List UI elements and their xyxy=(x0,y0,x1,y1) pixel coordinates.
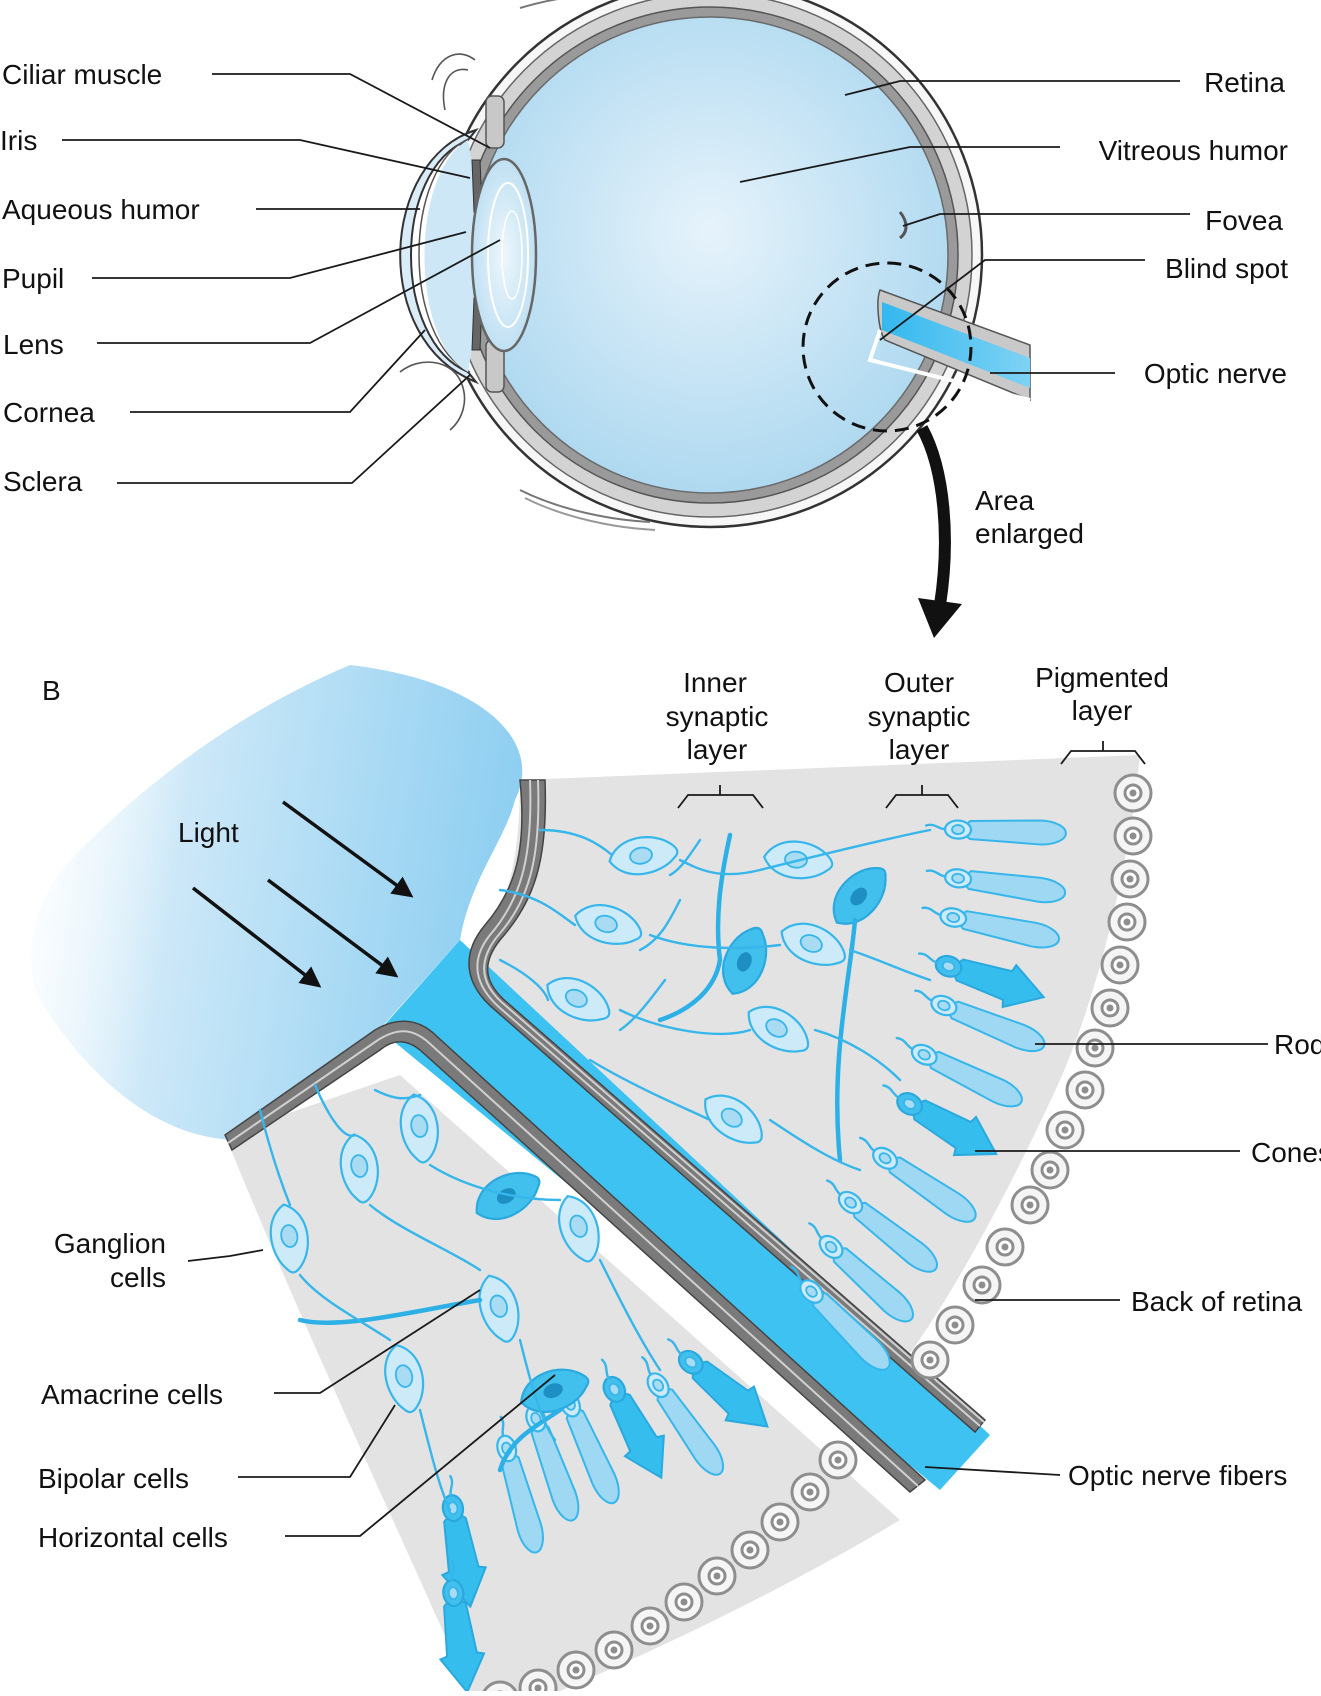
label-amacrine-cells: Amacrine cells xyxy=(41,1379,223,1410)
label-optic-nerve-fibers: Optic nerve fibers xyxy=(1068,1460,1287,1491)
enlarged-area-circle xyxy=(801,261,973,433)
vitreous-humor-region xyxy=(30,665,523,1140)
label-lens: Lens xyxy=(3,329,64,360)
eye-leader-lines xyxy=(62,73,1190,484)
retina-leader-lines xyxy=(187,1043,1268,1537)
label-outer-3: layer xyxy=(889,734,950,765)
label-retina: Retina xyxy=(1204,67,1285,98)
label-sclera: Sclera xyxy=(3,466,83,497)
label-outer-1: Outer xyxy=(884,667,954,698)
label-horizontal-cells: Horizontal cells xyxy=(38,1522,228,1553)
eyeball-cross-section xyxy=(399,0,1031,638)
eye-labels: Ciliar muscle Iris Aqueous humor Pupil L… xyxy=(0,59,1288,549)
label-outer-2: synaptic xyxy=(868,701,971,732)
layer-labels: Inner synaptic layer Outer synaptic laye… xyxy=(666,662,1169,765)
label-ganglion-1: Ganglion xyxy=(54,1228,166,1259)
label-pigmented-2: layer xyxy=(1072,695,1133,726)
label-area-enlarged-2: enlarged xyxy=(975,518,1084,549)
panel-b-label: B xyxy=(42,675,61,706)
label-pigmented-1: Pigmented xyxy=(1035,662,1169,693)
upper-neurons xyxy=(498,828,932,1172)
retina-labels: Rods Cones Back of retina Optic nerve fi… xyxy=(38,1029,1321,1553)
label-fovea: Fovea xyxy=(1205,205,1283,236)
label-iris: Iris xyxy=(0,125,37,156)
light-arrows xyxy=(191,800,414,988)
optic-nerve-fiber-channel xyxy=(380,940,990,1490)
label-inner-1: Inner xyxy=(683,667,747,698)
label-area-enlarged-1: Area xyxy=(975,485,1035,516)
label-light: Light xyxy=(178,817,239,848)
enlarge-arrow xyxy=(916,425,951,606)
retina-section: Light Inner synaptic layer Outer synapti… xyxy=(30,662,1321,1696)
label-ciliar-muscle: Ciliar muscle xyxy=(2,59,162,90)
label-bipolar-cells: Bipolar cells xyxy=(38,1463,189,1494)
enlarge-arrow-head xyxy=(918,598,962,638)
lower-neurons xyxy=(258,1083,662,1512)
lens-shape xyxy=(470,157,538,353)
label-inner-3: layer xyxy=(687,734,748,765)
label-ganglion-2: cells xyxy=(110,1262,166,1293)
label-vitreous-humor: Vitreous humor xyxy=(1099,135,1288,166)
label-cones: Cones xyxy=(1251,1137,1321,1168)
label-rods: Rods xyxy=(1274,1029,1321,1060)
vitreous-humor-body xyxy=(471,16,949,494)
optic-nerve-shape xyxy=(882,302,1030,388)
label-pupil: Pupil xyxy=(2,263,64,294)
label-back-of-retina: Back of retina xyxy=(1131,1286,1303,1317)
label-inner-2: synaptic xyxy=(666,701,769,732)
label-aqueous-humor: Aqueous humor xyxy=(2,194,200,225)
label-optic-nerve: Optic nerve xyxy=(1144,358,1287,389)
label-cornea: Cornea xyxy=(3,397,95,428)
label-blind-spot: Blind spot xyxy=(1165,253,1288,284)
